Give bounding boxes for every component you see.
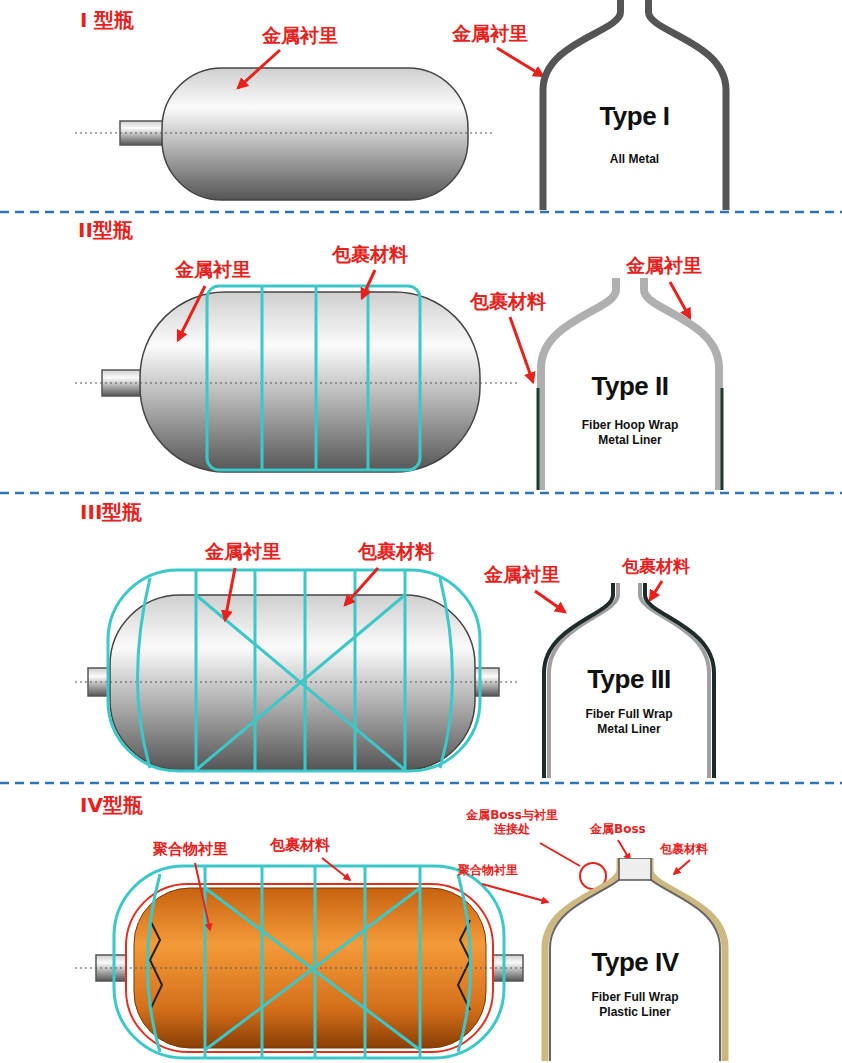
tank-body — [140, 292, 480, 472]
hoop-wrap — [537, 388, 540, 490]
wrap-line — [205, 888, 420, 1050]
part-label: 金属衬里 — [484, 563, 560, 586]
wrap-line — [205, 888, 420, 1050]
type-description: All Metal — [575, 152, 695, 167]
section-title: II型瓶 — [78, 218, 133, 242]
tank-body — [162, 68, 468, 200]
hoop-wrap — [721, 388, 724, 490]
leader-arrow — [225, 568, 235, 620]
leader-arrow — [510, 317, 533, 382]
part-label: 包裹材料 — [660, 842, 708, 856]
wrap-line — [261, 286, 264, 470]
separator-line — [0, 782, 842, 785]
bottle-cross-section: Type II Fiber Hoop Wrap Metal Liner — [535, 278, 725, 490]
cut-edge — [150, 920, 162, 1010]
leader-arrow — [618, 840, 630, 860]
part-label: 金属衬里 — [626, 254, 702, 277]
part-label: 金属衬里 — [205, 540, 281, 563]
wrap-line — [458, 874, 471, 1052]
section-separator — [0, 212, 842, 783]
separator-line — [0, 211, 842, 214]
axis-line — [75, 967, 522, 968]
wrap-line — [440, 578, 453, 768]
part-label: 聚合物衬里 — [458, 863, 518, 877]
wrap-line — [367, 286, 370, 470]
bottle-cross-section: Type III Fiber Full Wrap Metal Liner — [540, 583, 718, 778]
part-label: 金属衬里 — [175, 258, 251, 281]
axis-line — [75, 382, 520, 383]
part-label: 金属Boss — [590, 822, 646, 836]
wrap-line — [204, 867, 207, 1057]
leader-arrows — [178, 48, 690, 620]
part-label: 包裹材料 — [358, 540, 434, 563]
leader-arrow — [195, 863, 210, 930]
leader-arrow — [674, 860, 690, 874]
tank-type-3 — [75, 570, 520, 771]
type-title: Type II — [547, 370, 713, 403]
section-title: IV型瓶 — [80, 793, 143, 817]
part-label: 金属衬里 — [452, 22, 528, 45]
wrap-line — [196, 595, 405, 770]
wrap-line — [354, 571, 357, 770]
wrap-line — [304, 571, 307, 770]
tank-type-2 — [75, 286, 520, 472]
leader-arrows — [195, 840, 690, 930]
part-label: 金属Boss与衬里连接处 — [462, 808, 562, 837]
leader-arrow — [497, 48, 543, 76]
section-title: III型瓶 — [80, 500, 142, 524]
leader-arrow — [238, 50, 280, 88]
wrap-line — [196, 595, 405, 770]
leader-arrow — [650, 581, 662, 600]
type-description: Fiber Hoop Wrap Metal Liner — [570, 418, 690, 448]
wrap-outline — [207, 286, 420, 470]
bottle-cross-section: Type I All Metal — [537, 0, 732, 210]
tank-type-4 — [75, 866, 523, 1058]
wrap-line — [254, 571, 257, 770]
type-description: Fiber Full Wrap Plastic Liner — [575, 990, 695, 1020]
leader-arrow — [482, 884, 548, 902]
axis-line — [75, 132, 492, 133]
separator-line — [0, 492, 842, 495]
leader-line — [540, 843, 580, 866]
metal-boss — [619, 858, 651, 880]
bottle-cross-section: Type IV Fiber Full Wrap Plastic Liner — [540, 858, 730, 1061]
leader-arrow — [535, 591, 565, 612]
type-title: Type I — [549, 100, 720, 133]
leader-arrow — [178, 286, 205, 340]
wrap-line — [419, 867, 422, 1057]
wrap-lines — [207, 286, 420, 470]
wrap-outline — [114, 866, 504, 1058]
leader-arrow — [322, 858, 350, 880]
section-title: I 型瓶 — [80, 8, 134, 32]
part-label: 包裹材料 — [270, 836, 330, 854]
wrap-line — [195, 571, 198, 770]
part-label: 包裹材料 — [332, 243, 408, 266]
type-title: Type IV — [552, 946, 718, 979]
type-description: Fiber Full Wrap Metal Liner — [569, 707, 689, 737]
wrap-line — [138, 578, 151, 768]
leader-arrow — [362, 270, 375, 298]
tank-type-1 — [75, 68, 492, 200]
part-label: 包裹材料 — [622, 556, 690, 576]
leader-arrow — [345, 568, 378, 605]
wrap-line — [315, 286, 318, 470]
part-label: 金属衬里 — [262, 24, 338, 47]
type-title: Type III — [552, 663, 706, 696]
wrap-line — [314, 867, 317, 1057]
wrap-line — [148, 874, 161, 1052]
wrap-lines — [108, 570, 480, 771]
wrap-line — [261, 867, 264, 1057]
part-label: 聚合物衬里 — [153, 840, 228, 858]
wrap-line — [364, 867, 367, 1057]
wrap-lines — [114, 866, 504, 1058]
part-label: 包裹材料 — [470, 290, 546, 313]
wrap-line — [404, 571, 407, 770]
wrap-outline — [108, 570, 480, 771]
